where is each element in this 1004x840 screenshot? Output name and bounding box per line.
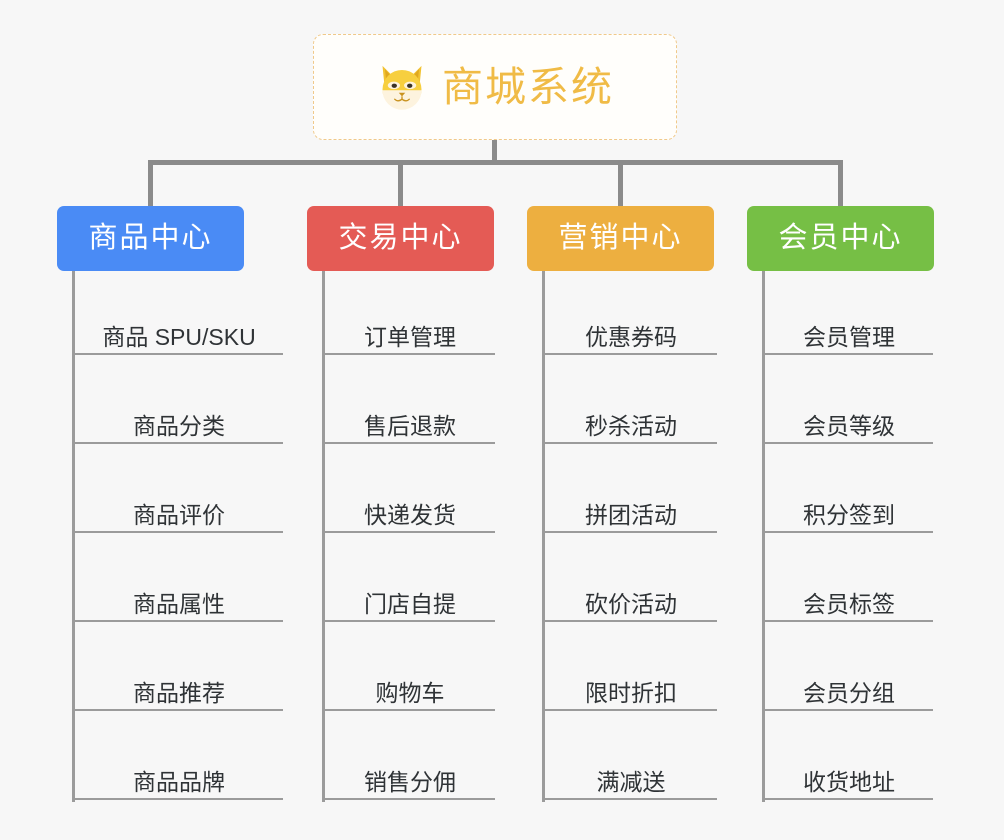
leaf-item-label: 会员等级 [803, 412, 895, 439]
leaf-column-2: 订单管理售后退款快递发货门店自提购物车销售分佣 [322, 271, 495, 802]
column-spine-connector [72, 271, 75, 802]
leaf-item[interactable]: 快递发货 [325, 493, 495, 533]
leaf-item-label: 商品评价 [133, 501, 225, 528]
leaf-item-label: 快递发货 [364, 501, 456, 528]
column-spine-connector [762, 271, 765, 802]
leaf-item[interactable]: 会员分组 [765, 671, 933, 711]
leaf-column-1: 商品 SPU/SKU 商品分类商品评价商品属性商品推荐商品品牌 [72, 271, 283, 802]
leaf-item-label: 售后退款 [364, 412, 456, 439]
category-box-4[interactable]: 会员中心 [747, 206, 934, 271]
leaf-item[interactable]: 订单管理 [325, 315, 495, 355]
leaf-column-3: 优惠券码秒杀活动拼团活动砍价活动限时折扣满减送 [542, 271, 717, 802]
category-stem-connector [398, 160, 403, 208]
leaf-item[interactable]: 拼团活动 [545, 493, 717, 533]
horizontal-bus-connector [150, 160, 840, 165]
leaf-item[interactable]: 优惠券码 [545, 315, 717, 355]
leaf-item-label: 门店自提 [364, 590, 456, 617]
leaf-item[interactable]: 购物车 [325, 671, 495, 711]
leaf-item-label: 商品属性 [133, 590, 225, 617]
leaf-item[interactable]: 商品分类 [75, 404, 283, 444]
category-label: 会员中心 [778, 222, 903, 254]
column-spine-connector [542, 271, 545, 802]
leaf-item-label: 收货地址 [803, 768, 895, 795]
leaf-item-label: 秒杀活动 [585, 412, 677, 439]
leaf-item-label: 会员分组 [803, 679, 895, 706]
category-box-1[interactable]: 商品中心 [57, 206, 244, 271]
leaf-item[interactable]: 砍价活动 [545, 582, 717, 622]
leaf-item[interactable]: 满减送 [545, 760, 717, 800]
leaf-item-label: 满减送 [596, 768, 666, 795]
category-box-3[interactable]: 营销中心 [527, 206, 714, 271]
leaf-item[interactable]: 限时折扣 [545, 671, 717, 711]
leaf-item-label: 商品推荐 [133, 679, 225, 706]
leaf-item-label: 砍价活动 [585, 590, 677, 617]
leaf-item-label: 购物车 [375, 679, 445, 706]
category-stem-connector [148, 160, 153, 208]
leaf-item-label: 拼团活动 [585, 501, 677, 528]
category-stem-connector [838, 160, 843, 208]
leaf-item[interactable]: 商品 SPU/SKU [75, 315, 283, 355]
leaf-item[interactable]: 秒杀活动 [545, 404, 717, 444]
root-title: 商城系统 [442, 63, 614, 110]
leaf-item-label: 会员管理 [803, 323, 895, 350]
category-stem-connector [618, 160, 623, 208]
leaf-item[interactable]: 会员等级 [765, 404, 933, 444]
shiba-dog-face-icon [376, 61, 428, 113]
leaf-item-label: 商品品牌 [133, 768, 225, 795]
root-stem-connector [492, 140, 497, 164]
leaf-item[interactable]: 商品评价 [75, 493, 283, 533]
leaf-item[interactable]: 收货地址 [765, 760, 933, 800]
leaf-item[interactable]: 销售分佣 [325, 760, 495, 800]
leaf-item[interactable]: 商品属性 [75, 582, 283, 622]
leaf-item-label: 优惠券码 [585, 323, 677, 350]
category-label: 营销中心 [558, 222, 683, 254]
leaf-item-label: 会员标签 [803, 590, 895, 617]
leaf-item[interactable]: 商品推荐 [75, 671, 283, 711]
leaf-item[interactable]: 门店自提 [325, 582, 495, 622]
category-box-2[interactable]: 交易中心 [307, 206, 494, 271]
leaf-column-4: 会员管理会员等级积分签到会员标签会员分组收货地址 [762, 271, 933, 802]
root-node[interactable]: 商城系统 [313, 34, 677, 140]
leaf-item-label: 积分签到 [803, 501, 895, 528]
leaf-item[interactable]: 积分签到 [765, 493, 933, 533]
leaf-item-label: 限时折扣 [585, 679, 677, 706]
category-label: 交易中心 [338, 222, 463, 254]
leaf-item[interactable]: 商品品牌 [75, 760, 283, 800]
leaf-item[interactable]: 售后退款 [325, 404, 495, 444]
leaf-item[interactable]: 会员标签 [765, 582, 933, 622]
leaf-item-label: 销售分佣 [364, 768, 456, 795]
leaf-item[interactable]: 会员管理 [765, 315, 933, 355]
column-spine-connector [322, 271, 325, 802]
leaf-item-label: 商品分类 [133, 412, 225, 439]
leaf-item-label: 订单管理 [364, 323, 456, 350]
leaf-item-label: 商品 SPU/SKU [102, 323, 256, 350]
category-label: 商品中心 [88, 222, 213, 254]
